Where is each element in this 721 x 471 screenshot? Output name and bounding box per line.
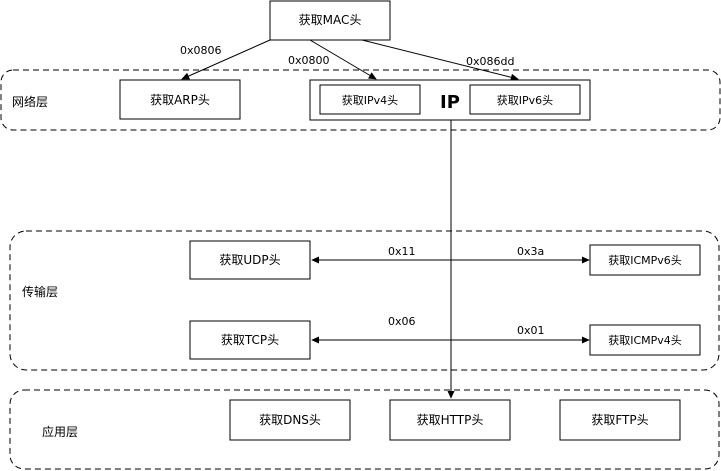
edge-label-icmpv4: 0x01 — [517, 324, 545, 337]
node-icmpv4-label: 获取ICMPv4头 — [608, 334, 682, 347]
edge-mac-arp — [181, 39, 271, 80]
node-icmpv4: 获取ICMPv4头 — [589, 324, 701, 356]
edge-label-ipv4: 0x0800 — [288, 54, 330, 67]
node-icmpv6: 获取ICMPv6头 — [589, 244, 701, 276]
node-mac: 获取MAC头 — [269, 0, 391, 41]
transport-layer-label: 传输层 — [22, 284, 58, 299]
edge-label-arp: 0x0806 — [180, 44, 222, 57]
node-arp: 获取ARP头 — [119, 79, 241, 120]
node-tcp-label: 获取TCP头 — [221, 333, 279, 347]
edge-label-tcp: 0x06 — [388, 315, 416, 328]
node-http-label: 获取HTTP头 — [417, 413, 484, 427]
transport-layer-group — [9, 230, 720, 371]
node-ipv4-label: 获取IPv4头 — [342, 94, 398, 107]
node-ip-label: IP — [440, 92, 460, 113]
edge-label-ipv6: 0x086dd — [466, 55, 514, 68]
node-tcp: 获取TCP头 — [189, 320, 311, 360]
node-ftp-label: 获取FTP头 — [591, 413, 648, 427]
node-http: 获取HTTP头 — [389, 399, 511, 441]
application-layer-label: 应用层 — [42, 424, 78, 439]
node-dns: 获取DNS头 — [229, 399, 351, 441]
node-ftp: 获取FTP头 — [559, 399, 681, 441]
application-layer-group — [9, 389, 720, 470]
node-arp-label: 获取ARP头 — [150, 93, 210, 107]
node-ipv6: 获取IPv6头 — [469, 84, 581, 115]
node-dns-label: 获取DNS头 — [259, 413, 321, 427]
edge-label-icmpv6: 0x3a — [517, 245, 544, 258]
node-icmpv6-label: 获取ICMPv6头 — [608, 254, 682, 267]
edge-label-udp: 0x11 — [388, 245, 416, 258]
node-mac-label: 获取MAC头 — [299, 13, 362, 27]
network-layer-label: 网络层 — [12, 94, 48, 109]
edge-mac-ipv6 — [361, 39, 519, 81]
node-udp-label: 获取UDP头 — [219, 253, 280, 267]
node-udp: 获取UDP头 — [189, 240, 311, 280]
node-ipv6-label: 获取IPv6头 — [497, 94, 553, 107]
network-layer-group — [0, 69, 721, 131]
node-ipv4: 获取IPv4头 — [319, 84, 421, 115]
edge-mac-ipv4 — [309, 39, 377, 80]
